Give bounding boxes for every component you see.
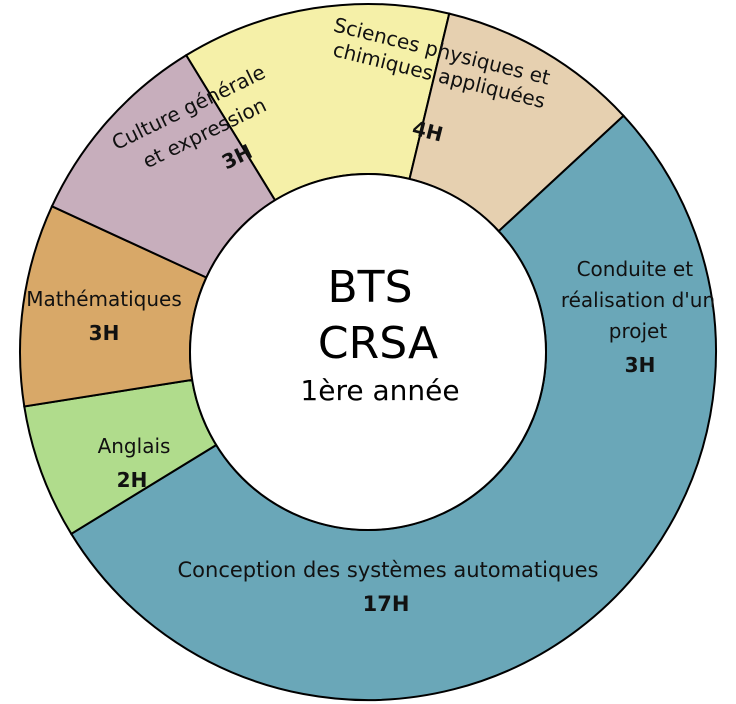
center-line-1: BTS — [328, 262, 413, 313]
slice-hours-conduite: 3H — [625, 353, 656, 377]
slice-label-maths: Mathématiques — [26, 287, 182, 311]
donut-hole — [189, 173, 547, 531]
slice-hours-maths: 3H — [89, 321, 120, 345]
center-line-3: 1ère année — [300, 374, 459, 407]
center-line-2: CRSA — [318, 318, 438, 369]
slice-hours-conception: 17H — [363, 592, 410, 616]
center-title: BTS CRSA 1ère année — [300, 262, 459, 407]
slice-label-conduite: Conduite et réalisation d'un projet — [561, 257, 715, 343]
slice-label-conduite-text: Conduite et — [577, 257, 694, 281]
slice-label-anglais: Anglais — [98, 434, 171, 458]
slices-layer — [19, 3, 717, 701]
slice-label-conduite-text-line-2: réalisation d'un — [561, 288, 715, 312]
slice-hours-anglais: 2H — [117, 468, 148, 492]
slice-label-conception: Conception des systèmes automatiques — [178, 558, 599, 582]
slice-label-conduite-text-line-3: projet — [609, 319, 668, 343]
